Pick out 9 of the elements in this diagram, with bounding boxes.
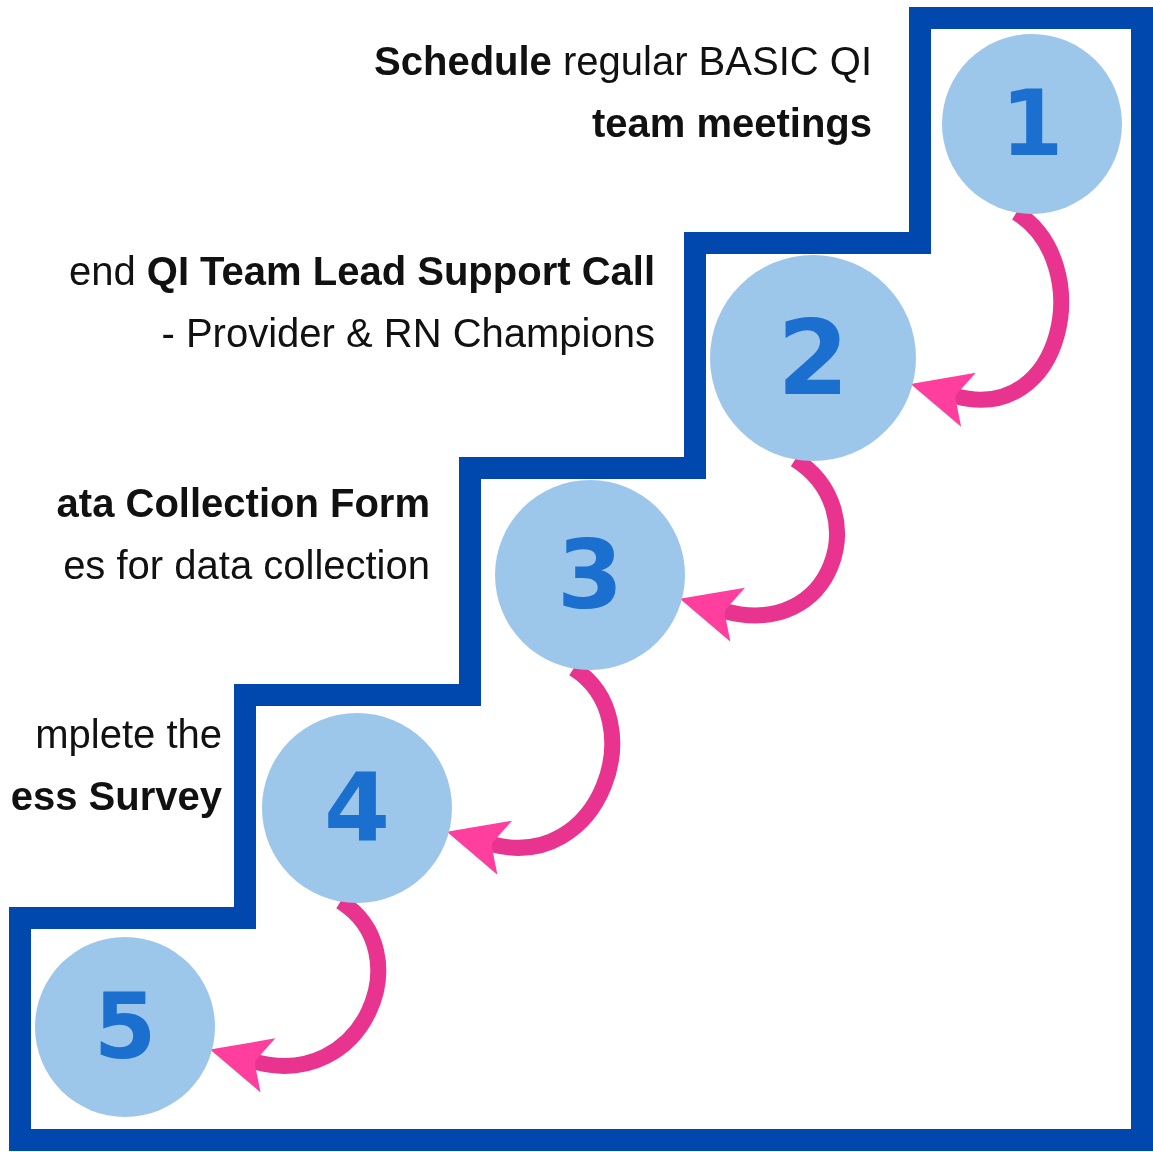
step-number: 1 xyxy=(1000,79,1064,169)
step-description: end QI Team Lead Support Call - Provider & RN Champions xyxy=(67,248,655,357)
step-number: 4 xyxy=(323,760,391,856)
step-number: 2 xyxy=(777,306,849,410)
step-number: 3 xyxy=(556,527,624,623)
step-description: mplete the ess Survey xyxy=(9,711,222,820)
step-description: ata Collection Form es for data collection xyxy=(55,480,430,589)
step-description: Schedule regular BASIC QI team meetings xyxy=(373,38,872,147)
step-number: 5 xyxy=(93,982,157,1072)
